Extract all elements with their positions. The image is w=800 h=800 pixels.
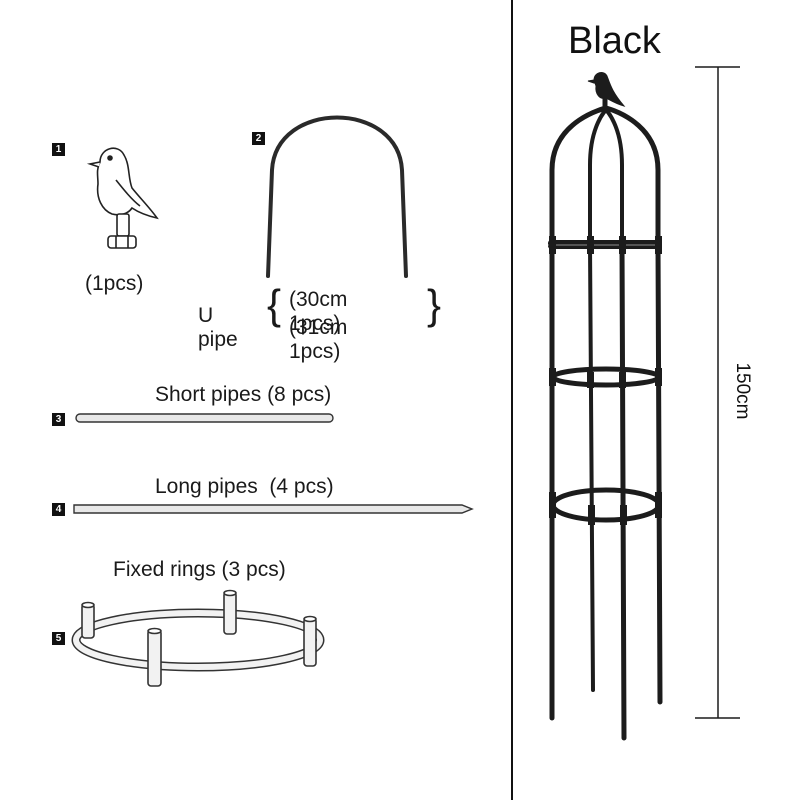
bird-quantity-label: (1pcs) [85,272,144,295]
short-pipe-icon [75,413,334,423]
u-pipe-icon [266,115,408,278]
part-badge-5: 5 [52,632,65,645]
fixed-rings-label: Fixed rings (3 pcs) [113,558,286,581]
color-title: Black [568,20,661,62]
panel-divider [511,0,513,800]
u-pipe-option-31: (31cm 1pcs) [289,316,348,363]
obelisk-bird-icon [587,72,626,109]
long-pipes-label: Long pipes (4 pcs) [155,475,334,498]
u-pipe-name: U pipe [198,304,238,351]
part-badge-1: 1 [52,143,65,156]
height-dimension [695,66,740,719]
long-pipe-icon [73,504,474,514]
part-badge-3: 3 [52,413,65,426]
right-brace: } [427,281,442,328]
left-brace: { [267,281,282,328]
part-badge-2: 2 [252,132,265,145]
short-pipes-label: Short pipes (8 pcs) [155,383,332,406]
obelisk-trellis [548,105,663,741]
part-badge-4: 4 [52,503,65,516]
u-pipe-option-30: (30cm 1pcs) [289,288,348,335]
fixed-ring-icon [71,589,325,687]
bird-icon [86,147,159,249]
